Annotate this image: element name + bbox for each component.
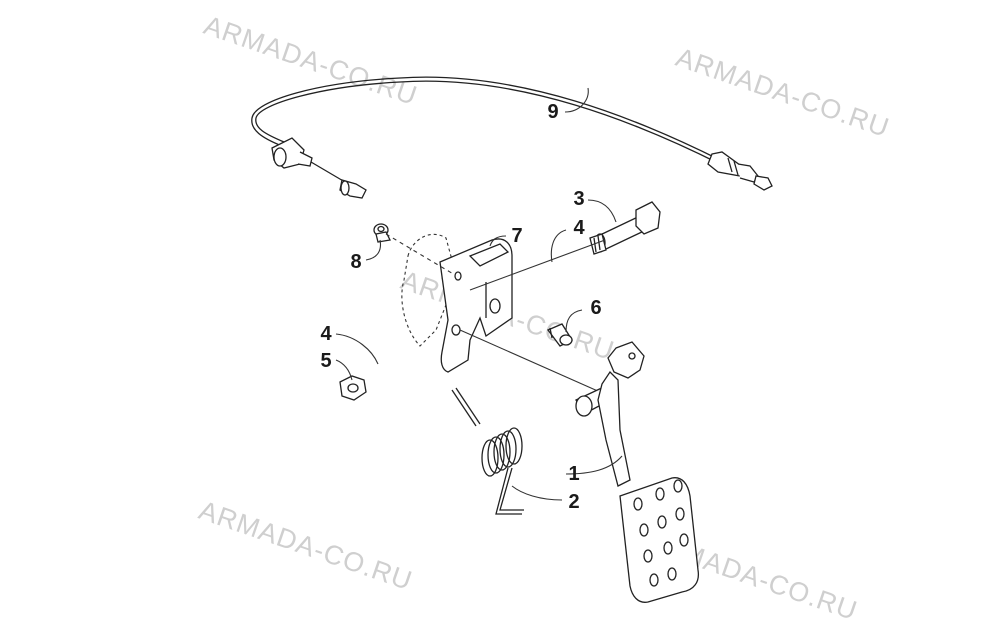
callout-7: 7 [511, 225, 523, 247]
callout-3: 3 [573, 188, 585, 210]
callout-4-upper: 4 [573, 217, 585, 239]
leader-4-lower [335, 333, 379, 365]
axis-line-upper [385, 233, 456, 276]
leader-1 [565, 455, 623, 475]
callout-4-lower: 4 [320, 323, 332, 345]
leader-8 [365, 239, 382, 261]
callout-5: 5 [320, 350, 332, 372]
leader-3 [587, 199, 617, 223]
callout-2: 2 [568, 491, 580, 513]
leader-4-upper [550, 229, 567, 263]
part-7-bracket [439, 238, 513, 373]
part-8-bushing [373, 223, 391, 243]
callout-1: 1 [568, 463, 580, 485]
part-5-nut [339, 375, 367, 401]
leader-6 [565, 309, 583, 333]
leader-9 [564, 87, 589, 113]
part-6-bolt [546, 323, 573, 347]
callout-6: 6 [590, 297, 602, 319]
callout-8: 8 [350, 251, 362, 273]
part-9-cable [251, 76, 773, 199]
axis-line-lower [459, 329, 601, 393]
part-1-pedal [575, 341, 700, 603]
part-3-pivot-bolt [589, 201, 661, 255]
leader-5 [335, 359, 353, 381]
leader-2 [511, 485, 563, 501]
part-2-spring [451, 387, 524, 515]
axis-line-bracket [469, 239, 606, 291]
callout-9: 9 [547, 101, 559, 123]
part-4-washer-lower [371, 364, 389, 376]
leader-7 [489, 235, 507, 247]
part-4-washer-upper [551, 260, 569, 272]
